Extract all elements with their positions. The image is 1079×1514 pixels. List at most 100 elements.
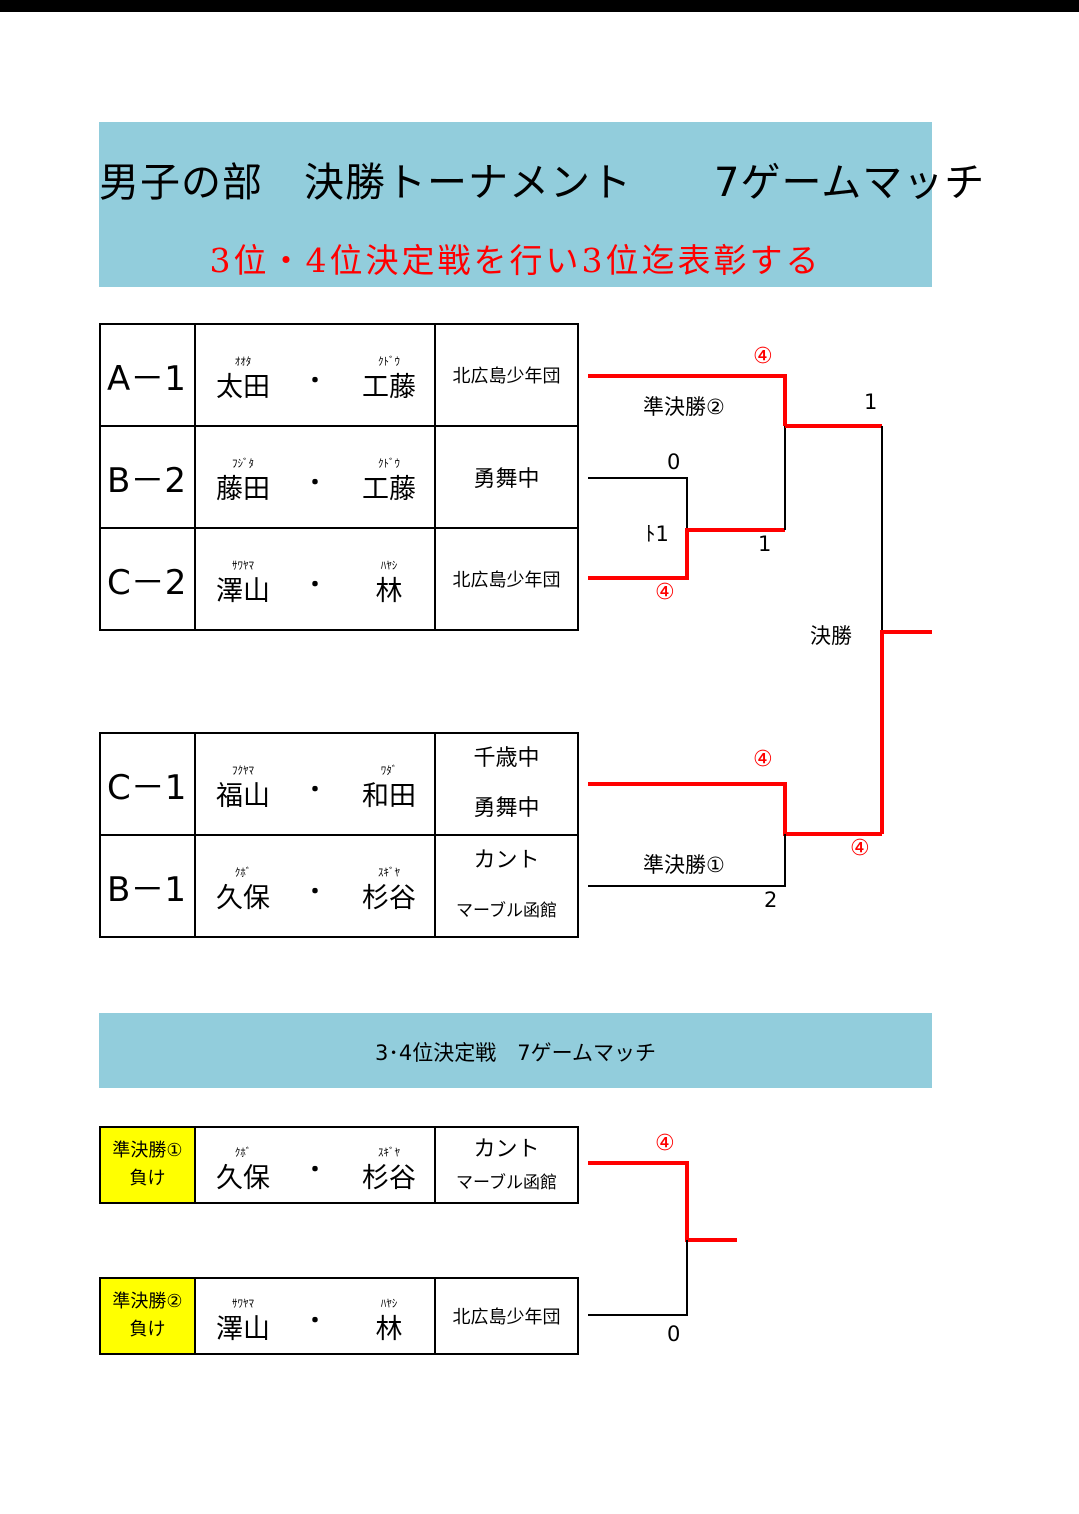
- third-place-table-1: 準決勝① 負け ｸﾎﾞ 久保 ・ ｽｷﾞﾔ杉谷 カント マーブル函館: [99, 1126, 579, 1204]
- player-name: 林: [375, 1314, 403, 1345]
- player-pair: ｸﾎﾞ 久保 ・ ｽｷﾞﾔ杉谷: [194, 1126, 436, 1204]
- score-label: 2: [764, 888, 778, 912]
- third-place-banner: 3･4位決定戦 7ゲームマッチ: [99, 1013, 932, 1088]
- seed-label: A－1: [99, 323, 196, 427]
- score-label: ④: [753, 747, 773, 772]
- seed-label: B－2: [99, 425, 196, 529]
- score-label: 1: [864, 390, 878, 414]
- kana-reading: ｸﾄﾞｳ: [378, 355, 400, 368]
- player-1: ﾌｸﾔﾏ福山: [198, 735, 288, 833]
- kana-reading: ｸﾄﾞｳ: [378, 457, 400, 470]
- team-name: 北広島少年団: [434, 1277, 579, 1355]
- player-name: 藤田: [216, 474, 270, 505]
- title-banner: 男子の部 決勝トーナメント 7ゲームマッチ 3位・4位決定戦を行い3位迄表彰する: [99, 122, 986, 287]
- player-1: ｸﾎﾞ 久保: [198, 837, 288, 935]
- loser-label-line2: 負け: [129, 1319, 166, 1340]
- player-name: 工藤: [362, 372, 416, 403]
- team-name: 北広島少年団: [434, 527, 579, 631]
- player-name: 林: [375, 576, 403, 607]
- team-name: 北広島少年団: [434, 323, 579, 427]
- seed-label: C－1: [99, 732, 196, 836]
- kana-reading: ﾊﾔｼ: [380, 1297, 398, 1310]
- third-place-table-2: 準決勝② 負け ｻﾜﾔﾏ 澤山 ・ ﾊﾔｼ 林 北広島少年団: [99, 1277, 579, 1355]
- loser-label: 準決勝② 負け: [99, 1277, 196, 1355]
- loser-label: 準決勝① 負け: [99, 1126, 196, 1204]
- player-name: 久保: [216, 1163, 270, 1194]
- separator-dot: ・: [303, 471, 327, 496]
- separator-dot: ・: [303, 778, 327, 803]
- player-pair: ｻﾜﾔﾏ 澤山 ・ ﾊﾔｼ 林: [194, 1277, 436, 1355]
- table-row: 準決勝① 負け ｸﾎﾞ 久保 ・ ｽｷﾞﾔ杉谷 カント マーブル函館: [99, 1126, 579, 1204]
- player-1: ｵｵﾀ 太田: [198, 326, 288, 424]
- player-pair: ｵｵﾀ太田 ・ ｸﾄﾞｳ工藤: [194, 323, 436, 427]
- score-label: 1: [758, 532, 772, 556]
- kana-reading: ﾜﾀﾞ: [380, 764, 398, 777]
- player-name: 久保: [216, 883, 270, 914]
- bracket-line-winner: [880, 630, 932, 834]
- round-label: 決勝: [810, 624, 852, 648]
- kana-reading: ｵｵﾀ: [234, 355, 252, 368]
- third-place-title: 3･4位決定戦 7ゲームマッチ: [375, 1041, 656, 1065]
- team-name: マーブル函館: [456, 1173, 557, 1193]
- bracket-line-winner: [588, 782, 882, 836]
- bracket-line-winner: [588, 528, 785, 580]
- score-label: 0: [667, 1322, 681, 1346]
- player-name: 澤山: [216, 576, 270, 607]
- score-label: ④: [655, 1131, 675, 1156]
- player-2: ﾊﾔｼ 林: [344, 530, 433, 628]
- bracket-top-table: A－1 ｵｵﾀ 太田 ・ ｸﾄﾞｳ 工藤 北広島少年団 B－2 ﾌｼﾞﾀ 藤田 ・ ｸ…: [99, 323, 579, 631]
- separator-dot: ・: [303, 880, 327, 905]
- player-1: ｸﾎﾞ 久保: [198, 1129, 288, 1201]
- team-cell: カント マーブル函館: [434, 1126, 579, 1204]
- table-row: A－1 ｵｵﾀ太田 ・ ｸﾄﾞｳ工藤 北広島少年団: [99, 323, 579, 427]
- loser-label-line2: 負け: [129, 1168, 166, 1189]
- kana-reading: ﾌｸﾔﾏ: [232, 764, 254, 777]
- player-name: 工藤: [362, 474, 416, 505]
- score-label: ④: [753, 344, 773, 369]
- kana-reading: ﾌｼﾞﾀ: [232, 457, 254, 470]
- kana-reading: ｸﾎﾞ: [234, 1146, 252, 1159]
- team-name: 勇舞中: [434, 425, 579, 529]
- page-subtitle: 3位・4位決定戦を行い3位迄表彰する: [209, 241, 822, 280]
- kana-reading: ﾊﾔｼ: [380, 559, 398, 572]
- player-pair: ﾌｼﾞﾀ 藤田 ・ ｸﾄﾞｳ 工藤: [194, 425, 436, 529]
- player-2: ﾊﾔｼ 林: [344, 1280, 433, 1352]
- player-2: ｸﾄﾞｳ 工藤: [344, 326, 433, 424]
- player-1: ｻﾜﾔﾏ 澤山: [198, 1280, 288, 1352]
- player-2: ﾜﾀﾞ 和田: [344, 735, 433, 833]
- table-row: B－1 ｸﾎﾞ久保 ・ ｽｷﾞﾔ杉谷 カント マーブル函館: [99, 834, 579, 938]
- top-bar: [0, 0, 1079, 12]
- player-pair: ﾌｸﾔﾏ福山 ・ ﾜﾀﾞ 和田: [194, 732, 436, 836]
- separator-dot: ・: [303, 1309, 327, 1334]
- loser-label-line1: 準決勝①: [112, 1140, 183, 1161]
- player-name: 和田: [362, 781, 416, 812]
- team-name: 千歳中: [473, 746, 540, 771]
- player-name: 杉谷: [362, 1163, 416, 1194]
- player-name: 杉谷: [362, 883, 416, 914]
- team-cell: カント マーブル函館: [434, 834, 579, 938]
- kana-reading: ｸﾎﾞ: [234, 866, 252, 879]
- player-pair: ｻﾜﾔﾏ澤山 ・ ﾊﾔｼ林: [194, 527, 436, 631]
- page-title: 男子の部 決勝トーナメント 7ゲームマッチ: [99, 160, 986, 206]
- player-name: 澤山: [216, 1314, 270, 1345]
- player-pair: ｸﾎﾞ 久保 ・ ｽｷﾞﾔ 杉谷: [194, 834, 436, 938]
- player-name: 太田: [216, 372, 270, 403]
- team-name: カント: [473, 1137, 540, 1162]
- bracket-line-winner: [588, 1161, 737, 1242]
- player-2: ｽｷﾞﾔ 杉谷: [344, 837, 433, 935]
- separator-dot: ・: [303, 1158, 327, 1183]
- kana-reading: ｻﾜﾔﾏ: [232, 1297, 254, 1310]
- table-row: B－2 ﾌｼﾞﾀ 藤田 ・ ｸﾄﾞｳ 工藤 勇舞中: [99, 425, 579, 529]
- bracket-bottom-table: C－1 ﾌｸﾔﾏ福山 ・ ﾜﾀﾞ和田 千歳中 勇舞中 B－1 ｸﾎﾞ久保 ・ ｽ…: [99, 732, 579, 938]
- player-1: ｻﾜﾔﾏ 澤山: [198, 530, 288, 628]
- kana-reading: ｽｷﾞﾔ: [378, 866, 400, 879]
- round-label: 準決勝①: [643, 853, 725, 877]
- score-label: ④: [655, 580, 675, 605]
- score-label: ﾄ1: [645, 522, 669, 546]
- kana-reading: ｻﾜﾔﾏ: [232, 559, 254, 572]
- player-2: ｸﾄﾞｳ 工藤: [344, 428, 433, 526]
- team-cell: 千歳中 勇舞中: [434, 732, 579, 836]
- table-row: C－2 ｻﾜﾔﾏ澤山 ・ ﾊﾔｼ林 北広島少年団: [99, 527, 579, 631]
- player-2: ｽｷﾞﾔ杉谷: [344, 1129, 433, 1201]
- team-name: 勇舞中: [473, 796, 540, 821]
